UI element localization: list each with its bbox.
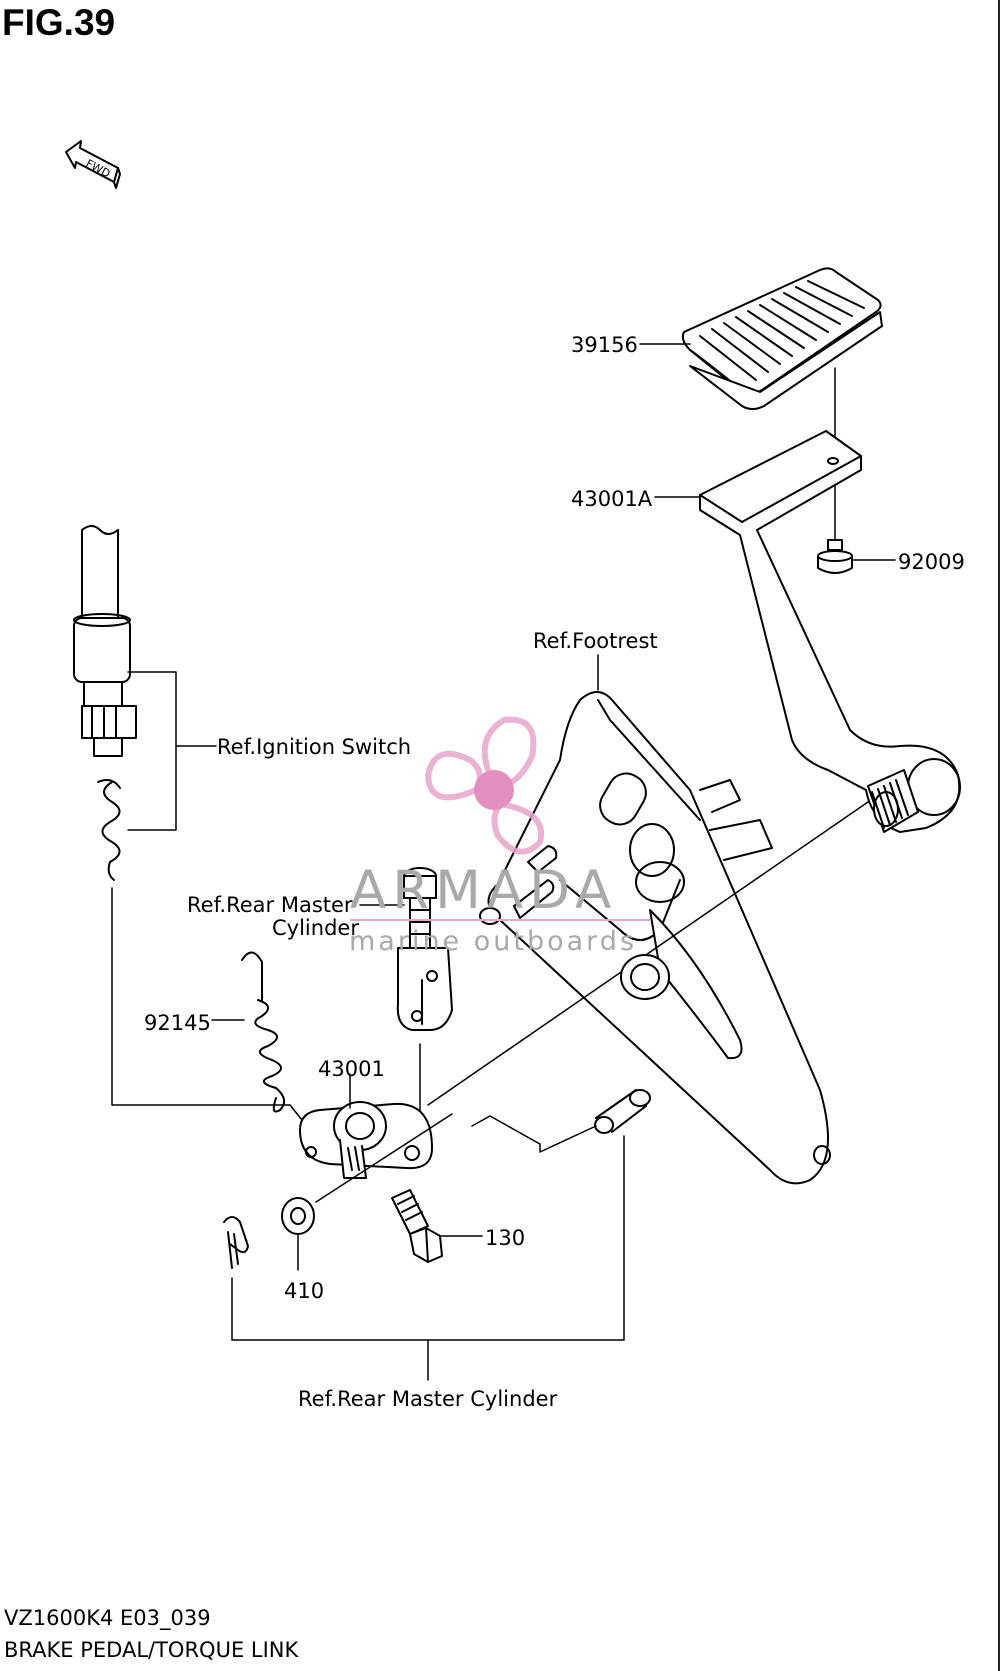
callout-ref-footrest: Ref.Footrest (533, 629, 658, 653)
clevis-pin (594, 1089, 651, 1134)
washer-410 (281, 1197, 315, 1235)
callout-43001: 43001 (318, 1057, 385, 1081)
fwd-label: FWD (84, 157, 113, 181)
callout-ref-rear-master-2: Cylinder (272, 916, 359, 940)
callout-92009: 92009 (898, 550, 965, 574)
pedal-rubber-pad (681, 267, 883, 410)
fwd-arrow-icon: FWD (65, 140, 121, 189)
figure-name: BRAKE PEDAL/TORQUE LINK (4, 1638, 299, 1662)
model-code: VZ1600K4 E03_039 (4, 1606, 211, 1630)
bolt-92009 (817, 539, 853, 574)
callout-43001A: 43001A (571, 487, 653, 511)
ignition-switch-assembly (73, 525, 137, 881)
brake-pedal-arm (699, 430, 961, 833)
callout-ref-ignition-switch: Ref.Ignition Switch (217, 735, 411, 759)
callout-130: 130 (485, 1226, 525, 1250)
callout-ref-rear-master-cylinder: Ref.Rear Master Cylinder (298, 1387, 558, 1411)
watermark-tagline: marine outboards (349, 926, 637, 957)
rear-master-cylinder-clevis (396, 867, 453, 1031)
return-spring (241, 951, 286, 1113)
armada-watermark: ARMADA marine outboards (349, 716, 650, 957)
footrest-bracket (427, 691, 869, 1185)
bolt-130 (391, 1189, 443, 1263)
page-edge-divider (998, 0, 1000, 1671)
callout-92145: 92145 (144, 1011, 211, 1035)
callout-39156: 39156 (571, 333, 638, 357)
figure-title: FIG.39 (2, 2, 116, 43)
watermark-brand: ARMADA (350, 860, 617, 921)
cotter-pin (223, 1216, 249, 1269)
bracket-washer (620, 954, 670, 1000)
armada-propeller-logo (424, 716, 545, 855)
callout-ref-rear-master-1: Ref.Rear Master (187, 893, 353, 917)
torque-link (299, 1101, 433, 1179)
callout-410: 410 (284, 1279, 324, 1303)
